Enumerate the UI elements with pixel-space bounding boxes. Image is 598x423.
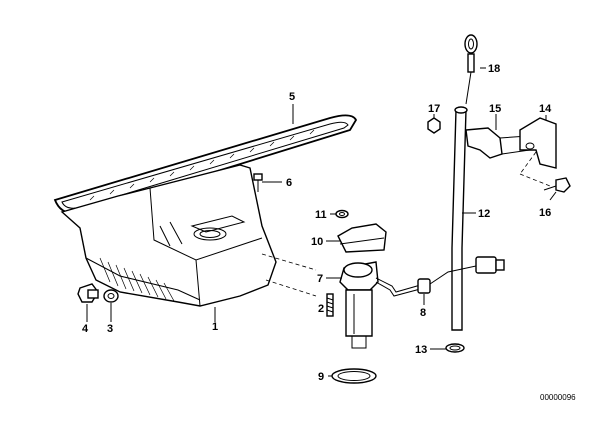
callout-18: 18 xyxy=(488,63,500,75)
oil-pan xyxy=(60,164,277,307)
callout-17: 17 xyxy=(428,103,440,115)
drawing-number: 00000096 xyxy=(540,393,576,402)
sensor-cover xyxy=(337,223,387,253)
callout-6: 6 xyxy=(286,177,292,189)
guide-tube xyxy=(451,106,468,331)
callout-10: 10 xyxy=(311,236,323,248)
o-ring-13 xyxy=(445,343,465,353)
wiring-connector xyxy=(429,256,505,285)
callout-14: 14 xyxy=(539,103,552,115)
callout-7: 7 xyxy=(317,273,323,285)
callout-13: 13 xyxy=(415,344,427,356)
nut-17 xyxy=(427,117,441,134)
oil-dipstick xyxy=(464,34,486,105)
bolt-16 xyxy=(543,177,571,193)
sleeve xyxy=(417,278,431,305)
callout-9: 9 xyxy=(318,371,324,383)
callout-12: 12 xyxy=(478,208,490,220)
washer-11 xyxy=(335,209,349,219)
callout-15: 15 xyxy=(489,103,501,115)
stud-bolt xyxy=(326,293,334,317)
holder-14 xyxy=(519,117,557,169)
callout-8: 8 xyxy=(420,307,426,319)
callout-16: 16 xyxy=(539,207,551,219)
callout-3: 3 xyxy=(107,323,113,335)
callout-1: 1 xyxy=(212,321,218,333)
callout-2: 2 xyxy=(318,303,324,315)
callout-5: 5 xyxy=(289,91,295,103)
drain-plug xyxy=(77,283,99,322)
sealing-ring xyxy=(103,289,119,322)
callout-4: 4 xyxy=(82,323,89,335)
callouts: 1 2 3 4 5 6 7 8 9 10 11 12 13 14 15 16 1… xyxy=(82,63,552,383)
leader-lines xyxy=(214,104,557,377)
oil-level-sensor xyxy=(339,261,425,349)
oil-pan-gasket xyxy=(53,114,358,215)
callout-11: 11 xyxy=(315,209,327,221)
bolt-6 xyxy=(253,173,282,192)
gasket-ring-9 xyxy=(331,368,377,384)
